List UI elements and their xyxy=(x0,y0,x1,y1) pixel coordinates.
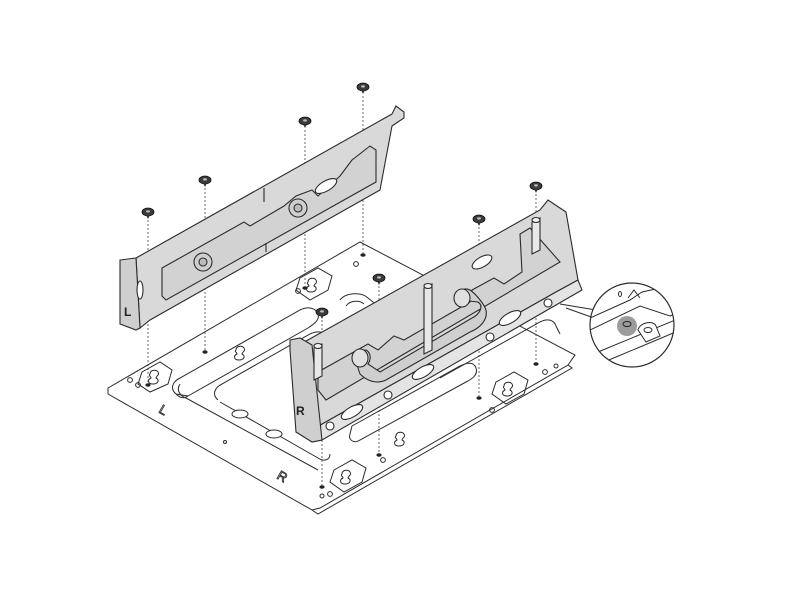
left-bracket-label: L xyxy=(124,305,131,319)
screw-icon xyxy=(141,207,155,220)
screw-icon xyxy=(356,82,370,95)
detail-callout xyxy=(559,282,675,368)
right-bracket-label: R xyxy=(296,404,305,418)
screw-icon xyxy=(472,214,486,227)
screw-icon xyxy=(298,116,312,129)
right-bracket xyxy=(289,199,583,443)
left-bracket xyxy=(119,105,405,331)
screw-icon xyxy=(198,175,212,188)
screw-icon xyxy=(529,181,543,194)
